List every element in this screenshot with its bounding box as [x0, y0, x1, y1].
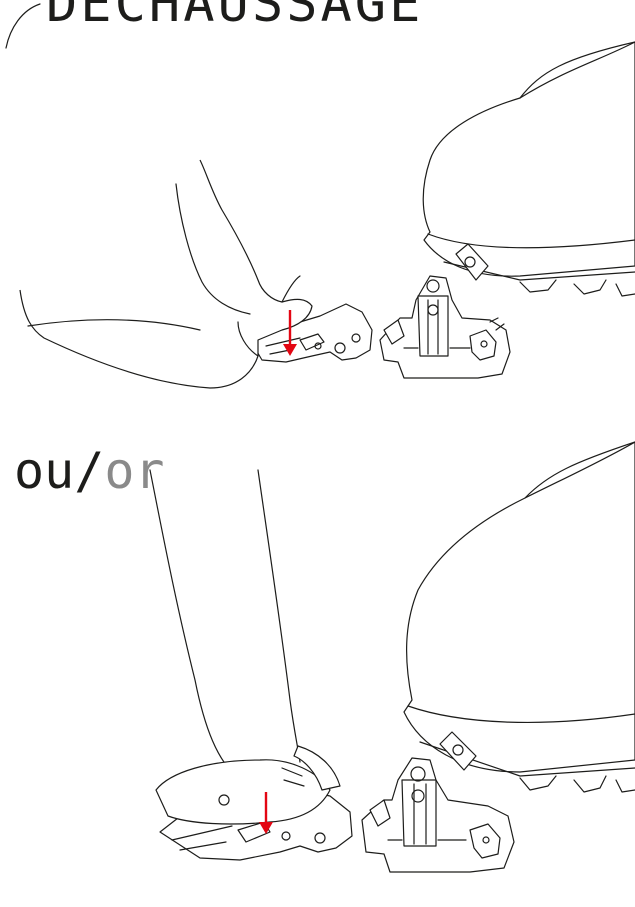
top-panel	[20, 42, 635, 388]
separator-english: or	[104, 442, 164, 500]
page-title: DECHAUSSAGE	[46, 0, 423, 30]
boot-icon	[404, 442, 635, 792]
boot-icon	[423, 42, 635, 296]
bottom-panel	[150, 442, 635, 872]
heading-frame-curve	[6, 4, 40, 48]
separator-slash: /	[74, 442, 104, 500]
alternative-separator: ou/or	[14, 446, 165, 496]
pole-tip-icon	[150, 470, 340, 824]
separator-french: ou	[14, 442, 74, 500]
